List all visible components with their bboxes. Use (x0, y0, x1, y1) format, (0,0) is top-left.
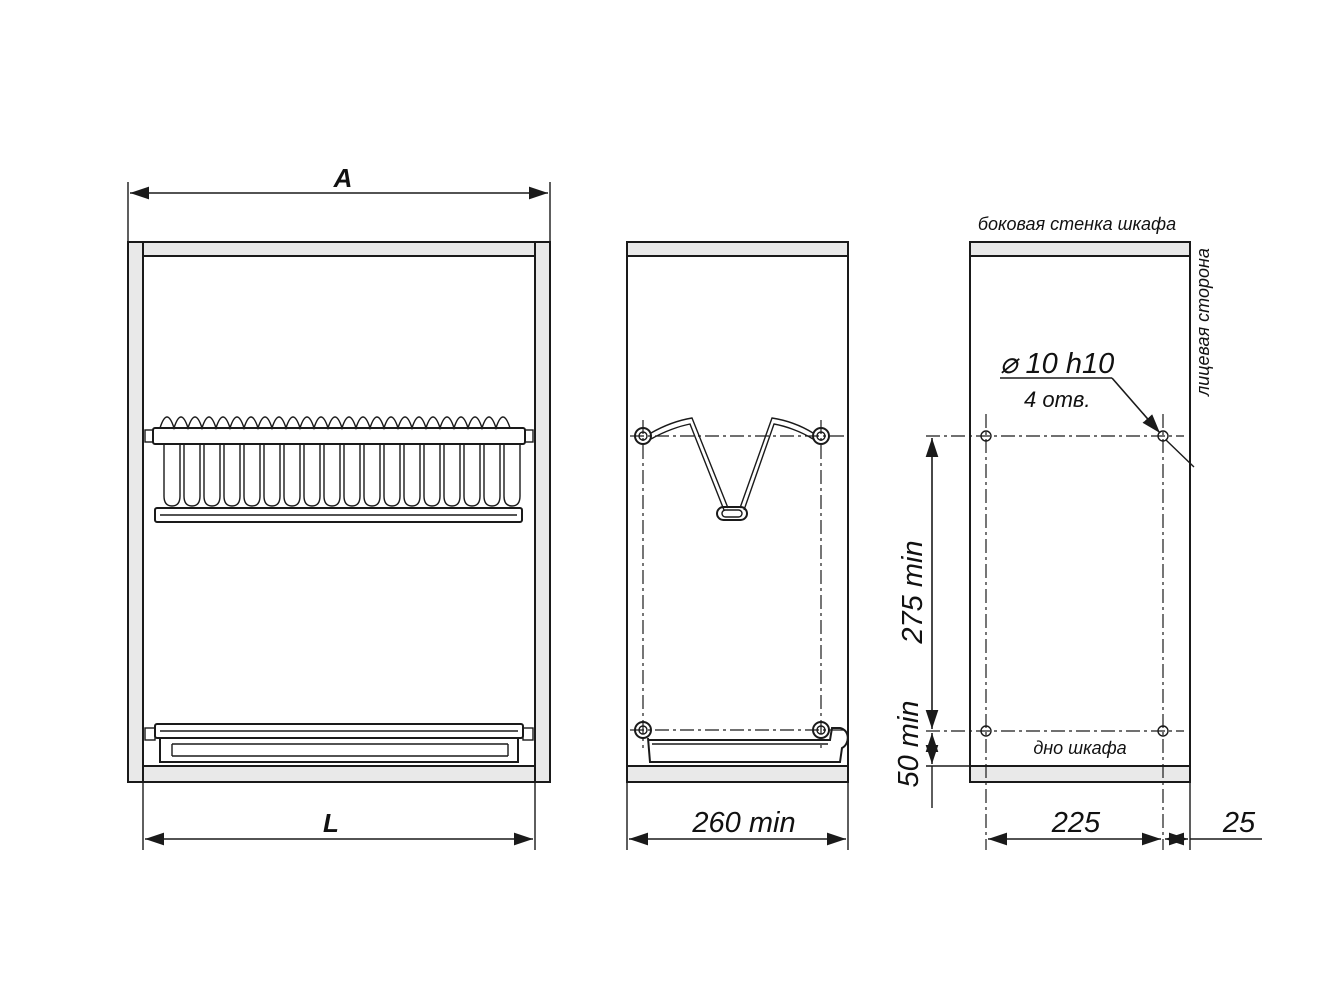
hole-lower-right (1157, 725, 1169, 737)
mounting-view: боковая стенка шкафа лицевая сторона ⌀ 1… (893, 214, 1262, 850)
horizontal-spacing-label: 225 (1051, 807, 1101, 839)
drip-tray (144, 723, 534, 763)
front-view: A L (127, 163, 551, 850)
side-panel-outline (626, 241, 849, 783)
side-bottom-panel (626, 765, 849, 783)
mount-top-panel (969, 241, 1191, 257)
cabinet-bottom-label: дно шкафа (1033, 738, 1126, 758)
vertical-spacing-label: 275 min (897, 540, 929, 644)
top-panel (142, 241, 536, 257)
hole-diameter-label: ⌀ 10 h10 (1000, 348, 1114, 380)
left-wall (127, 241, 144, 783)
side-top-panel (626, 241, 849, 257)
front-side-label: лицевая сторона (1193, 248, 1213, 397)
dimension-l-label: L (323, 808, 339, 838)
hole-upper-left (980, 430, 992, 442)
hole-count-label: 4 отв. (1024, 387, 1091, 412)
hole-lower-left (980, 725, 992, 737)
hole-callout-leader (1111, 377, 1161, 434)
dish-rack (144, 416, 534, 523)
side-tray-profile (647, 727, 849, 763)
hole-upper-right (1157, 430, 1169, 442)
cabinet-side-wall (969, 241, 1191, 783)
wire-bracket (650, 417, 814, 521)
bottom-offset-label: 50 min (893, 700, 925, 787)
dimension-a-label: A (333, 163, 353, 193)
side-screw-upper-left (634, 427, 652, 445)
side-screw-lower-right (812, 721, 830, 739)
mount-bottom-panel (969, 765, 1191, 783)
bottom-panel (142, 765, 536, 783)
side-screw-lower-left (634, 721, 652, 739)
side-view: 260 min (626, 241, 849, 850)
right-wall (534, 241, 551, 783)
side-screw-upper-right (812, 427, 830, 445)
side-wall-label: боковая стенка шкафа (978, 214, 1176, 234)
depth-dimension-label: 260 min (691, 807, 795, 839)
front-offset-label: 25 (1222, 807, 1256, 839)
